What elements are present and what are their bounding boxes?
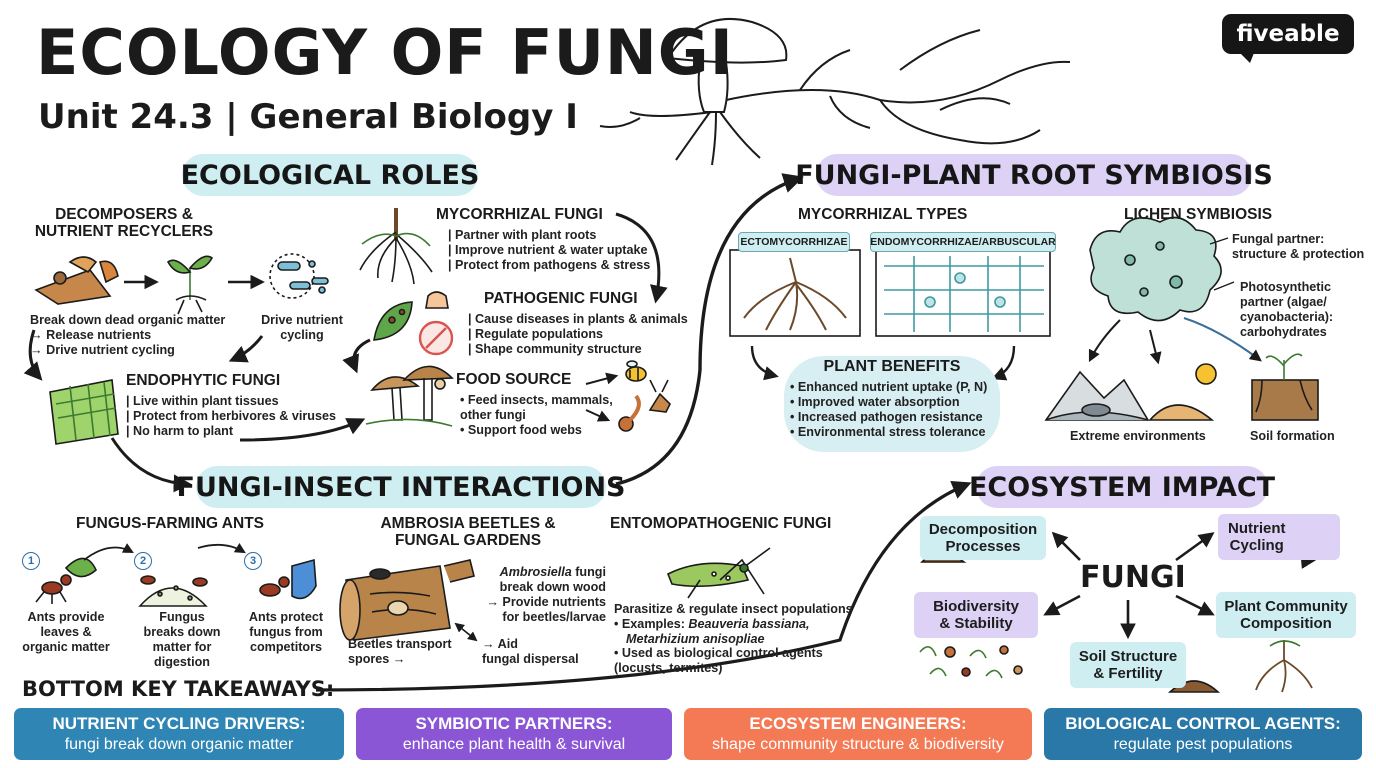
ecto-panel	[729, 249, 861, 337]
mountain-icon	[1044, 370, 1150, 421]
food-source-title: FOOD SOURCE	[456, 371, 572, 388]
soil-structure-box: Soil Structure & Fertility	[1070, 642, 1186, 688]
endo-panel	[875, 249, 1051, 337]
endophytic-title: ENDOPHYTIC FUNGI	[126, 372, 281, 389]
plant-roots-icon	[1255, 640, 1313, 693]
ento-examples-label: • Examples:	[614, 617, 689, 631]
tree-roots-icon	[359, 208, 433, 285]
section-fungi-plant: FUNGI-PLANT ROOT SYMBIOSIS	[795, 154, 1273, 196]
fungal-partner-label: Fungal partner: structure & protection	[1232, 232, 1365, 262]
mycorrhizal-desc: | Partner with plant roots | Improve nut…	[448, 228, 651, 273]
takeaway-biocontrol-text: regulate pest populations	[1113, 736, 1293, 753]
no-symbol-icon	[418, 291, 454, 356]
takeaway-engineers: ECOSYSTEM ENGINEERS: shape community str…	[684, 708, 1032, 760]
beetles-desc-text: fungi break down wood → Provide nutrient…	[486, 565, 606, 625]
endophytic-desc: | Live within plant tissues | Protect fr…	[126, 394, 336, 439]
ento-examples: • Examples: Beauveria bassiana,	[614, 617, 864, 632]
ento-desc-1: Parasitize & regulate insect populations	[614, 602, 853, 616]
plant-community-box: Plant Community Composition	[1216, 592, 1356, 638]
beetles-transport: Beetles transport spores →	[348, 637, 452, 667]
extreme-env-label: Extreme environments	[1070, 429, 1206, 443]
deer-icon	[648, 379, 671, 413]
ants-step-2: Fungus breaks down matter for digestion	[143, 610, 221, 670]
takeaway-nutrient: NUTRIENT CYCLING DRIVERS: fungi break do…	[14, 708, 344, 760]
biodiversity-icons	[919, 645, 1023, 679]
beetles-aid: → Aid fungal dispersal	[482, 637, 579, 667]
plant-benefits-cloud	[784, 356, 1000, 452]
takeaway-engineers-text: shape community structure & biodiversity	[712, 736, 1004, 753]
section-fungi-insect: FUNGI-INSECT INTERACTIONS	[177, 466, 626, 508]
pathogenic-desc: | Cause diseases in plants & animals | R…	[468, 312, 688, 357]
decomposers-title: DECOMPOSERS & NUTRIENT RECYCLERS	[34, 206, 214, 241]
ants-title: FUNGUS-FARMING ANTS	[76, 515, 264, 532]
lichen-icon	[1089, 216, 1222, 322]
lichen-title: LICHEN SYMBIOSIS	[1124, 206, 1273, 223]
mycorrhizal-title: MYCORRHIZAL FUNGI	[436, 206, 603, 223]
biodiversity-box: Biodiversity & Stability	[914, 592, 1038, 638]
beetles-title: AMBROSIA BEETLES & FUNGAL GARDENS	[380, 515, 556, 550]
section-ecosystem-impact: ECOSYSTEM IMPACT	[969, 466, 1275, 508]
soil-plant-icon	[1251, 353, 1319, 421]
pathogenic-title: PATHOGENIC FUNGI	[484, 290, 638, 307]
food-source-desc: • Feed insects, mammals, other fungi • S…	[460, 393, 613, 438]
sprout-icon	[166, 255, 214, 315]
ento-species-2: Metarhizium anisopliae	[626, 632, 765, 646]
ento-title: ENTOMOPATHOGENIC FUNGI	[610, 515, 832, 532]
page-subtitle: Unit 24.3 | General Biology I	[38, 97, 578, 137]
takeaways-label: BOTTOM KEY TAKEAWAYS:	[22, 677, 335, 701]
fungus-garden-icon	[138, 575, 208, 607]
ant-shield-icon	[259, 558, 317, 600]
header-mushroom-icon	[599, 18, 1071, 166]
fiveable-logo: fiveable	[1222, 14, 1354, 63]
beetles-desc: Ambrosiella fungi break down wood → Prov…	[486, 565, 606, 625]
ants-step-1: Ants provide leaves & organic matter	[22, 610, 110, 655]
desert-sun-icon	[1148, 363, 1217, 421]
grasshopper-icon	[666, 547, 771, 599]
decomposers-desc: Break down dead organic matter → Release…	[30, 313, 226, 358]
decomposition-box: Decomposition Processes	[920, 516, 1046, 560]
takeaway-nutrient-title: NUTRIENT CYCLING DRIVERS:	[52, 714, 306, 733]
step-2-badge: 2	[134, 552, 152, 570]
ento-desc-2: • Used as biological control agents (loc…	[614, 646, 823, 676]
section-ecological-roles: ECOLOGICAL ROLES	[181, 154, 479, 196]
endo-tag: ENDOMYCORRHIZAE/ARBUSCULAR	[870, 232, 1056, 252]
ento-species-1: Beauveria bassiana,	[688, 617, 810, 631]
takeaway-nutrient-text: fungi break down organic matter	[64, 736, 294, 753]
takeaway-symbiotic: SYMBIOTIC PARTNERS: enhance plant health…	[356, 708, 672, 760]
takeaway-biocontrol-title: BIOLOGICAL CONTROL AGENTS:	[1065, 714, 1341, 733]
page-title: ECOLOGY OF FUNGI	[36, 16, 734, 89]
ecto-roots-icon	[743, 257, 847, 331]
takeaway-symbiotic-title: SYMBIOTIC PARTNERS:	[415, 714, 613, 733]
squirrel-icon	[618, 394, 641, 432]
photo-partner-label: Photosynthetic partner (algae/ cyanobact…	[1240, 280, 1334, 340]
soil-formation-label: Soil formation	[1250, 429, 1335, 443]
ants-step-3: Ants protect fungus from competitors	[248, 610, 324, 655]
mycorrhizal-types-title: MYCORRHIZAL TYPES	[798, 206, 968, 223]
diseased-leaf-icon	[373, 301, 413, 341]
step-3-badge: 3	[244, 552, 262, 570]
endo-cells-icon	[884, 256, 1044, 332]
beetles-genus: Ambrosiella	[499, 565, 572, 579]
ecto-tag: ECTOMYCORRHIZAE	[738, 232, 850, 252]
decaying-log-icon	[34, 256, 119, 305]
mushroom-cluster-icon	[365, 365, 454, 427]
bee-icon	[625, 360, 647, 382]
fungi-center-label: FUNGI	[1080, 560, 1186, 595]
log-with-beetle-icon	[339, 559, 475, 641]
plant-tissue-icon	[49, 379, 119, 445]
microbes-icon	[269, 253, 329, 299]
plant-benefits-list: • Enhanced nutrient uptake (P, N) • Impr…	[790, 380, 988, 440]
step-1-badge: 1	[22, 552, 40, 570]
takeaway-engineers-title: ECOSYSTEM ENGINEERS:	[749, 714, 967, 733]
nutrient-cycling-box: Nutrient Cycling	[1218, 514, 1340, 560]
takeaway-biocontrol: BIOLOGICAL CONTROL AGENTS: regulate pest…	[1044, 708, 1362, 760]
takeaway-symbiotic-text: enhance plant health & survival	[402, 736, 626, 753]
drive-cycling-label: Drive nutrient cycling	[261, 313, 343, 343]
ant-leaf-icon	[35, 557, 97, 604]
plant-benefits-title: PLANT BENEFITS	[823, 358, 961, 375]
